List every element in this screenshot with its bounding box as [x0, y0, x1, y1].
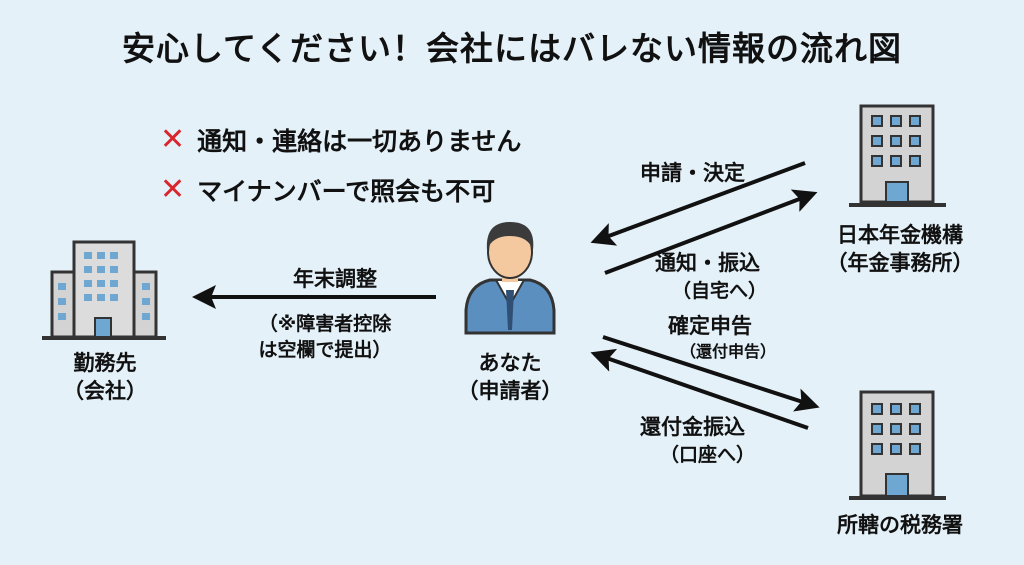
company-name: 勤務先	[73, 351, 137, 375]
year-end-label: 年末調整	[293, 267, 377, 291]
note-text: マイナンバーで照会も不可	[197, 177, 496, 206]
page-title: 安心してください！会社にはバレない情報の流れ図	[121, 29, 903, 68]
year-end-note-2: は空欄で提出）	[258, 339, 392, 361]
note-no-mynumber: ✕ マイナンバーで照会も不可	[160, 172, 495, 208]
notify-sub: （自宅へ）	[672, 280, 768, 302]
cross-icon: ✕	[160, 122, 186, 157]
you-name: あなた	[478, 351, 542, 375]
refund-sub: （口座へ）	[660, 444, 756, 466]
pension-sub: （年金事務所）	[826, 251, 974, 275]
notify-label: 通知・振込	[655, 251, 760, 275]
tax-office-name: 所轄の税務署	[837, 513, 963, 537]
tax-office-building-icon	[849, 390, 946, 500]
tax-return-sub: （還付申告）	[680, 342, 777, 361]
arrow-notify-to-you	[590, 161, 806, 246]
tax-return-label: 確定申告	[668, 314, 752, 338]
person-avatar-icon	[464, 222, 556, 335]
company-sub: （会社）	[63, 379, 147, 403]
arrow-tax-return	[602, 335, 820, 412]
arrow-refund	[590, 348, 809, 430]
apply-label: 申請・決定	[640, 161, 745, 185]
cross-icon: ✕	[160, 172, 186, 207]
note-no-notification: ✕ 通知・連絡は一切ありません	[160, 122, 521, 158]
refund-label: 還付金振込	[640, 415, 745, 439]
you-sub: （申請者）	[457, 379, 563, 403]
arrow-apply-to-pension	[604, 189, 818, 275]
year-end-note-1: （※障害者控除	[258, 313, 392, 335]
note-text: 通知・連絡は一切ありません	[197, 127, 522, 156]
pension-name: 日本年金機構	[837, 223, 963, 247]
pension-office-building-icon	[849, 104, 946, 207]
company-building-icon	[42, 240, 166, 340]
